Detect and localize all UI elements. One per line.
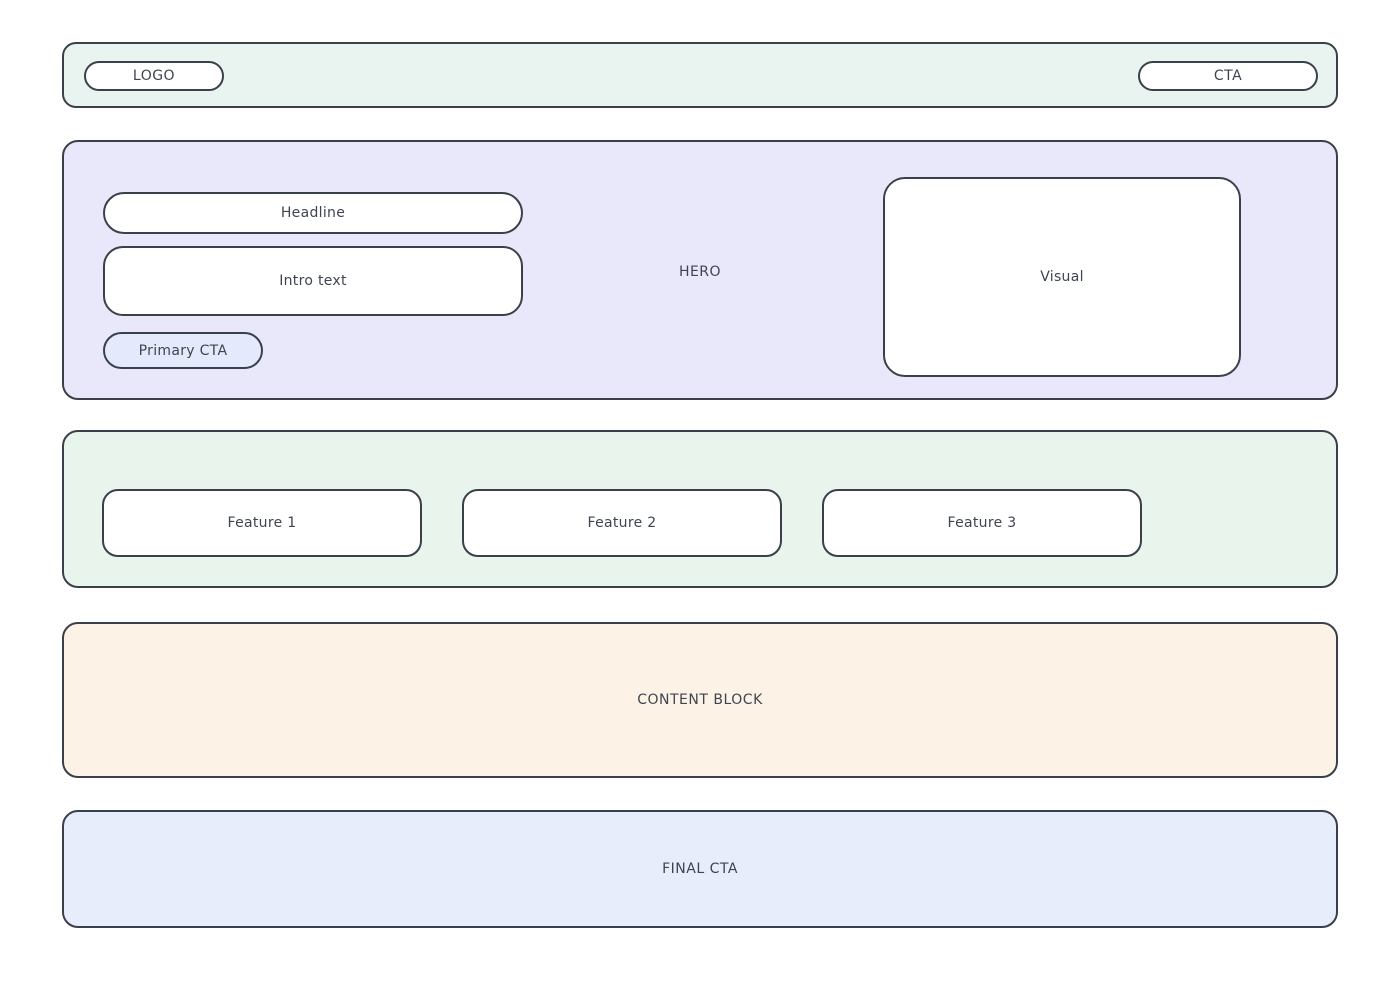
feature-3-label: Feature 3 <box>947 515 1017 531</box>
content-block-section: CONTENT BLOCK <box>62 622 1338 778</box>
feature-2-label: Feature 2 <box>587 515 657 531</box>
feature-1-box: Feature 1 <box>102 489 422 557</box>
visual-box: Visual <box>883 177 1241 377</box>
feature-2-box: Feature 2 <box>462 489 782 557</box>
headline-box: Headline <box>103 192 523 234</box>
hero-section: Headline Intro text Primary CTA HERO Vis… <box>62 140 1338 400</box>
content-block-label: CONTENT BLOCK <box>637 692 763 708</box>
header-cta-button[interactable]: CTA <box>1138 61 1318 91</box>
intro-text-label: Intro text <box>279 273 347 289</box>
hero-section-label: HERO <box>678 264 722 280</box>
final-cta-label: FINAL CTA <box>662 861 738 877</box>
final-cta-section: FINAL CTA <box>62 810 1338 928</box>
features-section: Feature 1 Feature 2 Feature 3 <box>62 430 1338 588</box>
primary-cta-button[interactable]: Primary CTA <box>103 332 263 369</box>
feature-3-box: Feature 3 <box>822 489 1142 557</box>
headline-label: Headline <box>280 205 346 221</box>
feature-1-label: Feature 1 <box>227 515 297 531</box>
visual-label: Visual <box>1040 269 1084 285</box>
header-bar: LOGO CTA <box>62 42 1338 108</box>
header-cta-label: CTA <box>1213 68 1243 84</box>
logo-label: LOGO <box>132 68 176 84</box>
logo-pill[interactable]: LOGO <box>84 61 224 91</box>
primary-cta-label: Primary CTA <box>138 342 228 359</box>
intro-text-box: Intro text <box>103 246 523 316</box>
